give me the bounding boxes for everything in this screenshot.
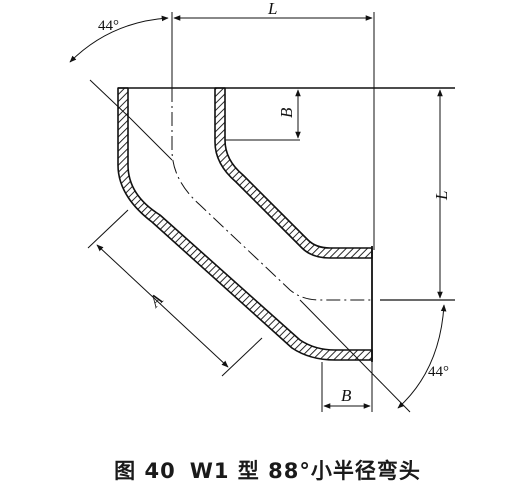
top-angle-arc (69, 15, 169, 63)
top-B-label: B (277, 107, 296, 118)
figure-number: 图 40 (114, 459, 176, 483)
top-L-label: L (267, 0, 277, 18)
top-angle-label: 44° (98, 18, 119, 34)
figure-title: W1 型 88°小半径弯头 (189, 459, 421, 483)
bottom-angle-arc (397, 304, 447, 409)
bottom-angle-label: 44° (428, 364, 449, 380)
right-L-label: L (432, 191, 451, 201)
centerline (171, 88, 372, 301)
outer-wall (117, 87, 373, 361)
bottom-B-label: B (341, 386, 352, 405)
A-dimension (96, 244, 229, 368)
figure-caption: 图 40 W1 型 88°小半径弯头 (0, 455, 529, 485)
